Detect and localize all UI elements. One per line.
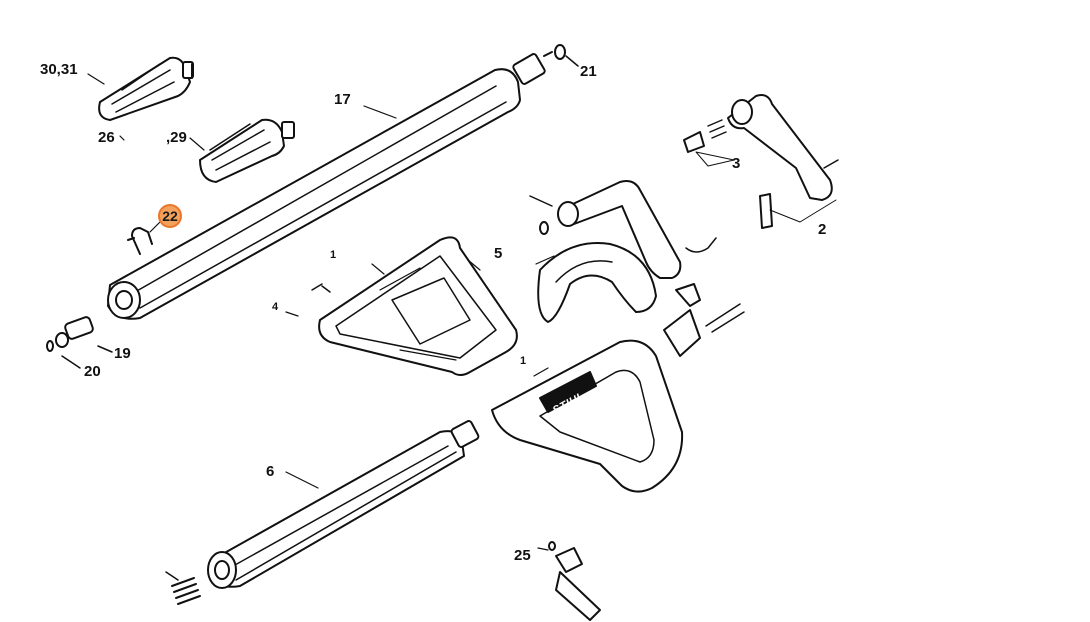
callout-21: 21: [580, 63, 597, 80]
trigger-guard-5: [537, 242, 657, 323]
nozzle-30-31: [98, 56, 194, 121]
adapter-19: [46, 316, 94, 352]
screw-4: [311, 283, 331, 293]
callout-2: 2: [818, 221, 827, 238]
callout-6: 6: [266, 463, 275, 480]
spring: [171, 577, 201, 605]
callout-26: 26: [98, 129, 115, 146]
nozzle-26-29: [199, 118, 295, 183]
callout-29: ,29: [166, 129, 187, 146]
callout-19: 19: [114, 345, 131, 362]
lance-tube-17: [107, 51, 553, 320]
handle-half-left: [318, 236, 518, 376]
callout-22-highlighted[interactable]: 22: [158, 204, 182, 228]
callout-30-31: 30,31: [40, 61, 78, 78]
valve-pipe: [529, 180, 682, 279]
callout-1-upper: 1: [330, 249, 337, 261]
callout-1-lower: 1: [520, 355, 527, 367]
callout-17: 17: [334, 91, 351, 108]
swivel-assembly: [727, 94, 839, 201]
quick-coupler-25: [548, 541, 601, 621]
small-clip: [685, 237, 717, 253]
callout-20: 20: [84, 363, 101, 380]
callout-25: 25: [514, 547, 531, 564]
callout-3: 3: [732, 155, 741, 172]
pin-spring-3: [683, 119, 735, 167]
o-ring-21: [554, 44, 566, 60]
valve-fittings: [663, 283, 745, 357]
callout-4: 4: [272, 301, 279, 313]
handle-stihl: STIHL: [491, 339, 684, 493]
lance-6: [207, 420, 480, 589]
callout-5: 5: [494, 245, 503, 262]
clip-22: [127, 227, 153, 255]
clip-2: [759, 193, 773, 229]
